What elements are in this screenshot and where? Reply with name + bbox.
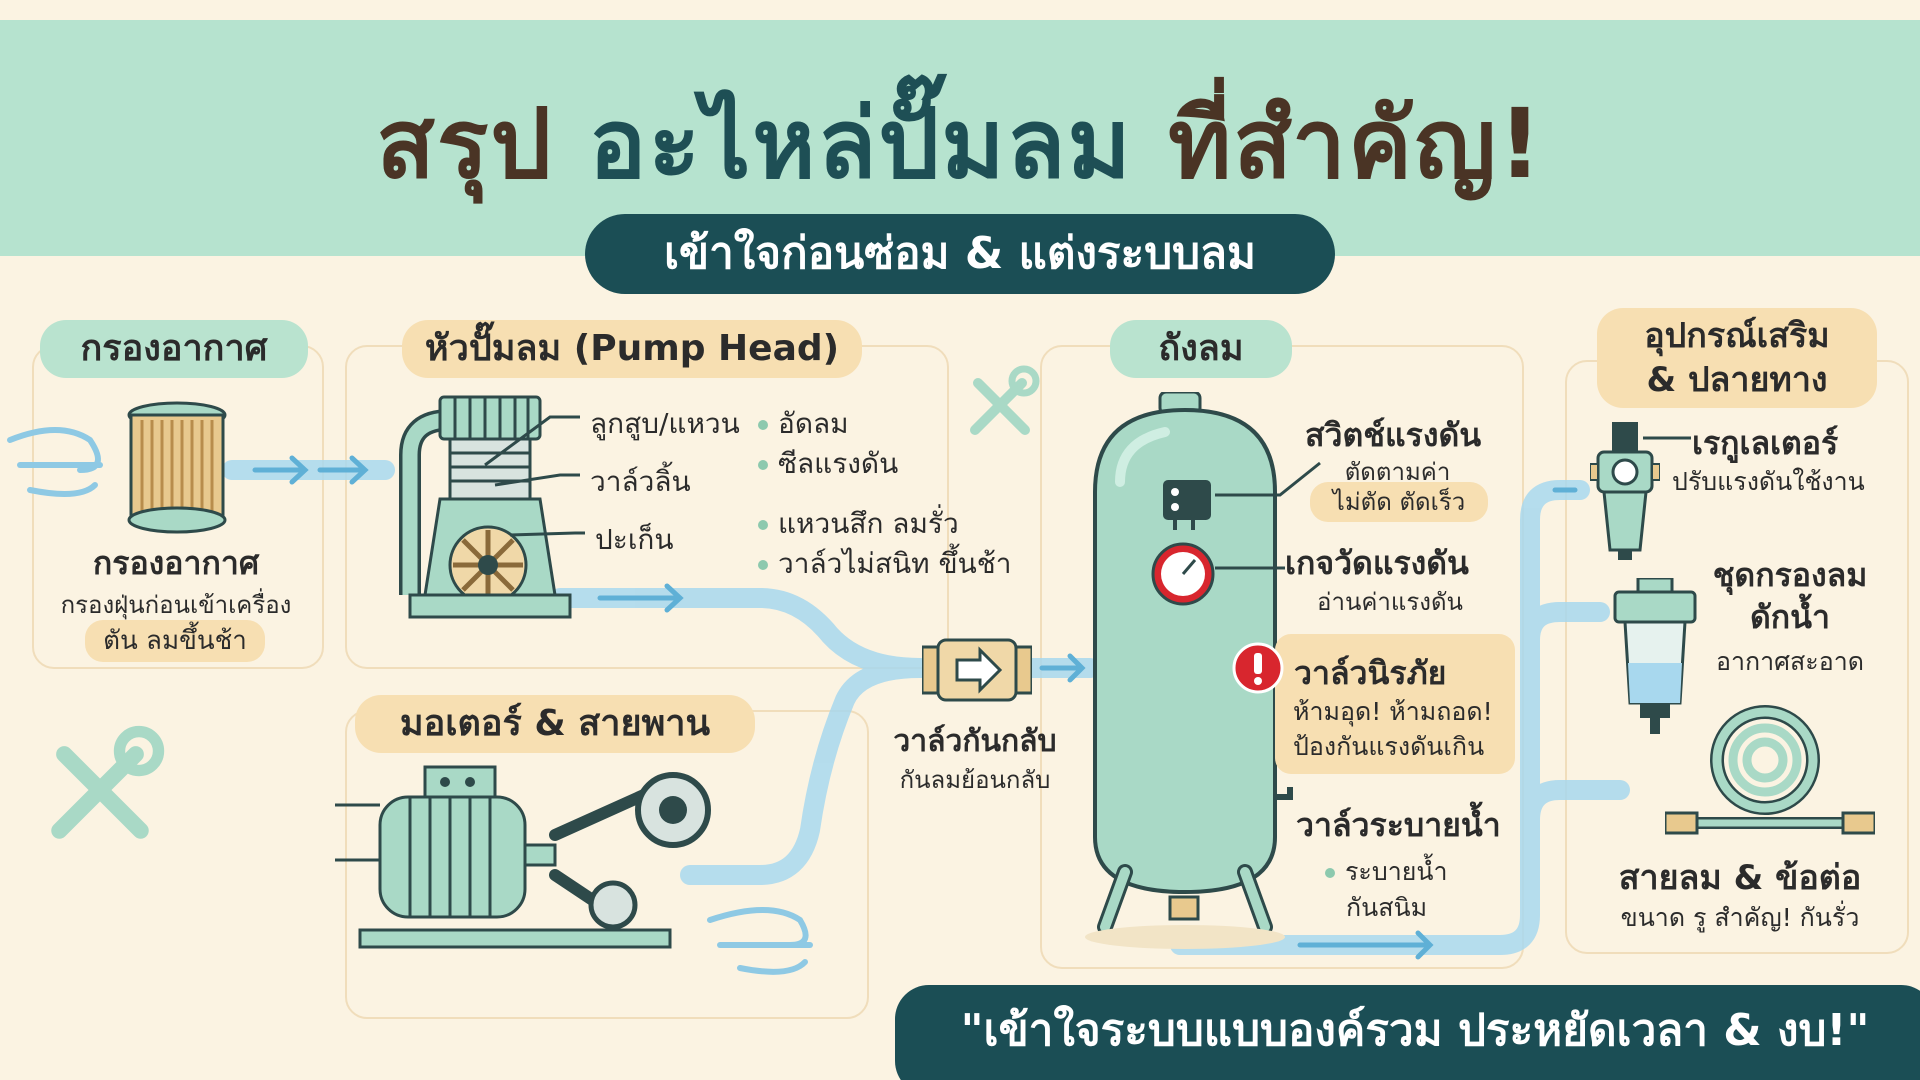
safety-valve-warning: ห้ามอุด! ห้ามถอด! <box>1293 697 1493 726</box>
pump-problem-ring-wear: แหวนสึก ลมรั่ว <box>758 502 959 546</box>
tag-accessories-line2: & ปลายทาง <box>1646 360 1828 400</box>
warning-icon <box>1232 642 1284 694</box>
pressure-gauge-name: เกจวัดแรงดัน <box>1285 544 1469 582</box>
regulator-name: เรกูเลเตอร์ <box>1692 424 1839 462</box>
wrench-screwdriver-icon <box>970 365 1040 435</box>
pump-part-gasket: ปะเก็น <box>595 523 674 556</box>
hose-fitting-desc: ขนาด รู สำคัญ! กันรั่ว <box>1620 903 1860 932</box>
title-part-a: สรุป <box>376 88 554 200</box>
safety-valve-name: วาล์วนิรภัย <box>1294 654 1447 692</box>
drain-valve-line2: กันสนิม <box>1346 893 1428 922</box>
tag-accessories-line1: อุปกรณ์เสริม <box>1644 316 1830 356</box>
water-filter-icon <box>1613 578 1697 734</box>
tag-accessories: อุปกรณ์เสริม & ปลายทาง <box>1597 308 1877 408</box>
regulator-desc: ปรับแรงดันใช้งาน <box>1672 467 1865 496</box>
pump-head-icon <box>399 395 572 619</box>
drain-valve-line1: ระบายน้ำ <box>1325 852 1448 892</box>
hose-fitting-name: สายลม & ข้อต่อ <box>1618 858 1862 898</box>
safety-valve-card <box>1275 634 1515 774</box>
pressure-switch-name: สวิตช์แรงดัน <box>1305 416 1482 454</box>
check-valve-desc: กันลมย้อนกลับ <box>899 766 1051 794</box>
check-valve-name: วาล์วกันกลับ <box>893 724 1057 759</box>
motor-belt-icon <box>335 765 711 949</box>
water-filter-name-line2: ดักน้ำ <box>1750 598 1830 636</box>
footer-quote-banner: "เข้าใจระบบแบบองค์รวม ประหยัดเวลา & งบ!" <box>895 985 1920 1080</box>
pump-function-seal: ซีลแรงดัน <box>758 442 898 486</box>
title-part-b: อะไหล่ปั๊มลม <box>588 88 1133 200</box>
air-filter-name: กรองอากาศ <box>92 544 260 582</box>
pump-part-leaders <box>484 415 585 537</box>
tag-air-filter: กรองอากาศ <box>40 320 308 378</box>
tag-motor: มอเตอร์ & สายพาน <box>355 695 755 753</box>
safety-valve-purpose: ป้องกันแรงดันเกิน <box>1293 732 1485 761</box>
tank-leaders <box>1215 461 1321 570</box>
air-filter-desc: กรองฝุ่นก่อนเข้าเครื่อง <box>60 591 292 619</box>
air-filter-symptom-badge: ตัน ลมขึ้นช้า <box>85 620 265 662</box>
page-title: สรุป อะไหล่ปั๊มลม ที่สำคัญ! <box>0 91 1920 198</box>
tag-tank: ถังลม <box>1110 320 1292 378</box>
pressure-gauge-desc: อ่านค่าแรงดัน <box>1317 588 1463 616</box>
pump-part-reed-valve: วาล์วลิ้น <box>590 465 691 498</box>
pump-problem-valve-leak: วาล์วไม่สนิท ขึ้นช้า <box>758 542 1011 586</box>
wrench-screwdriver-icon <box>51 725 165 839</box>
pressure-switch-desc: ตัดตามค่า <box>1344 458 1451 486</box>
title-part-c: ที่สำคัญ! <box>1168 88 1544 200</box>
drain-valve-name: วาล์วระบายน้ำ <box>1296 806 1501 844</box>
pressure-switch-symptom-badge: ไม่ตัด ตัดเร็ว <box>1310 482 1488 522</box>
air-tank-icon <box>1085 392 1293 949</box>
water-filter-name-line1: ชุดกรองลม <box>1712 556 1868 594</box>
regulator-icon <box>1590 422 1660 560</box>
check-valve-icon <box>922 638 1032 702</box>
subtitle-pill: เข้าใจก่อนซ่อม & แต่งระบบลม <box>585 214 1335 294</box>
tag-pump-head: หัวปั๊มลม (Pump Head) <box>402 320 862 378</box>
pump-function-compress: อัดลม <box>758 402 849 446</box>
regulator-leader <box>1643 436 1691 440</box>
water-filter-desc: อากาศสะอาด <box>1715 647 1865 676</box>
air-filter-cartridge-icon <box>127 401 227 534</box>
air-hose-icon <box>1665 705 1875 835</box>
pump-part-piston-ring: ลูกสูบ/แหวน <box>590 407 740 440</box>
